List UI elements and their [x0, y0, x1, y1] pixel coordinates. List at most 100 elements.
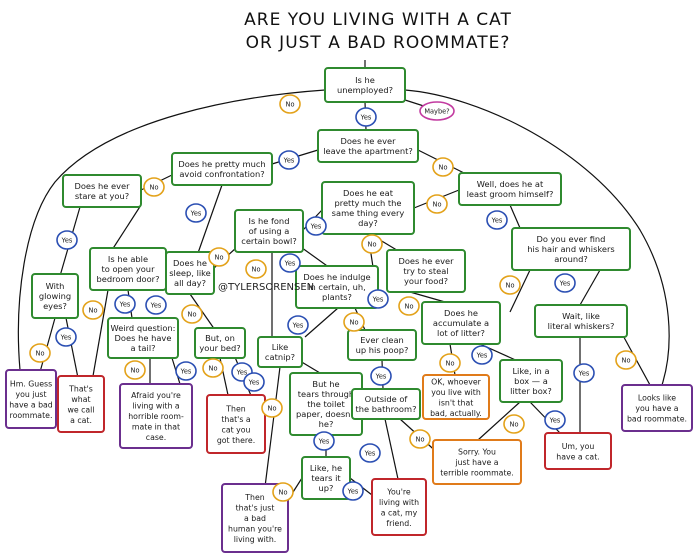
node-text-line: mate in that — [132, 423, 180, 432]
node-text-line: Does he — [173, 258, 207, 268]
answer-label: Yes — [491, 217, 503, 225]
no-answer-circle: No — [398, 296, 420, 316]
answer-ring — [343, 312, 365, 332]
node-text-line: roommate. — [10, 411, 53, 420]
answer-label: No — [439, 164, 448, 172]
answer-label: No — [510, 421, 519, 429]
answer-label: Yes — [248, 379, 260, 387]
node-text-line: litter box? — [510, 386, 552, 396]
yes-answer-circle: Yes — [370, 366, 392, 386]
node-box — [544, 432, 612, 470]
node-text-line: case. — [146, 433, 166, 442]
node-text-line: what — [71, 395, 90, 404]
answer-label: Yes — [180, 368, 192, 376]
yes-answer-circle: Yes — [145, 295, 167, 315]
no-answer-circle: No — [143, 177, 165, 197]
node-text-line: Does he pretty much — [178, 159, 265, 169]
node-text-line: stare at you? — [75, 191, 129, 201]
node-text-line: your bed? — [199, 343, 240, 353]
node-text-line: living with — [379, 498, 419, 507]
answer-label: Yes — [61, 237, 73, 245]
yes-answer-circle: Yes — [486, 210, 508, 230]
node-text-line: you have a — [635, 404, 678, 413]
node-box — [165, 251, 215, 295]
answer-label: No — [506, 282, 515, 290]
yes-answer-circle: Yes — [56, 230, 78, 250]
yes-answer-circle: Yes — [243, 372, 265, 392]
node-box — [57, 375, 105, 433]
connector-line — [509, 269, 531, 313]
yes-answer-circle: Yes — [287, 315, 309, 335]
answer-ring — [287, 315, 309, 335]
no-answer-circle: No — [615, 350, 637, 370]
answer-ring — [367, 289, 389, 309]
node-box — [257, 336, 303, 368]
node-box — [301, 456, 351, 500]
node-text-line: Is he able — [108, 254, 148, 264]
node-text-line: living with. — [234, 535, 277, 544]
node-text-line: to open your — [102, 264, 156, 274]
node-text-line: glowing — [39, 291, 71, 301]
answer-label: No — [433, 201, 442, 209]
node-text-line: his hair and whiskers — [527, 244, 615, 254]
no-answer-circle: No — [202, 358, 224, 378]
answer-ring — [181, 304, 203, 324]
yes-answer-circle: Yes — [359, 443, 381, 463]
node-box — [499, 359, 563, 403]
answer-ring — [313, 431, 335, 451]
answer-ring — [503, 414, 525, 434]
answer-ring — [55, 327, 77, 347]
answer-label: Yes — [292, 322, 304, 330]
answer-label: No — [622, 357, 631, 365]
node-text-line: But he — [312, 379, 339, 389]
node-text-line: Is he — [355, 75, 375, 85]
node-text-line: Does he ever — [398, 256, 454, 266]
node-text-line: But, on — [205, 333, 235, 343]
node-box — [234, 209, 304, 253]
node-text-line: eyes? — [43, 301, 67, 311]
answer-ring — [245, 259, 267, 279]
answer-ring — [279, 94, 301, 114]
node-text-line: Does he have — [115, 333, 172, 343]
node-text-line: that's just — [236, 504, 275, 513]
node-text-line: human you're — [228, 525, 282, 534]
answer-ring — [29, 343, 51, 363]
node-box — [5, 369, 57, 429]
node-text-line: That's — [68, 384, 93, 393]
no-answer-circle: No — [124, 360, 146, 380]
connector-line — [404, 89, 670, 386]
answer-label: No — [350, 319, 359, 327]
yes-answer-circle: Yes — [279, 253, 301, 273]
node-text-line: the toilet — [307, 399, 345, 409]
node-text-line: in certain, uh, — [308, 282, 366, 292]
answer-ring — [419, 101, 455, 121]
answer-ring — [398, 296, 420, 316]
answer-ring — [573, 363, 595, 383]
answer-label: Yes — [150, 302, 162, 310]
node-box — [221, 483, 289, 553]
node-text-line: just have a — [454, 458, 498, 467]
node-text-line: Then — [244, 493, 265, 502]
answer-label: No — [188, 311, 197, 319]
connector-line — [409, 291, 446, 303]
node-box — [621, 384, 693, 432]
node-box — [511, 227, 631, 271]
node-text-line: around? — [554, 254, 588, 264]
node-text-line: Does he eat — [343, 188, 394, 198]
answer-label: Yes — [119, 301, 131, 309]
node-text-line: least groom himself? — [467, 189, 554, 199]
node-box — [321, 181, 415, 235]
connector-line — [304, 307, 339, 338]
answer-ring — [82, 300, 104, 320]
answer-label: No — [131, 367, 140, 375]
answer-label: Yes — [190, 210, 202, 218]
node-text-line: Then — [225, 404, 246, 413]
no-answer-circle: No — [503, 414, 525, 434]
